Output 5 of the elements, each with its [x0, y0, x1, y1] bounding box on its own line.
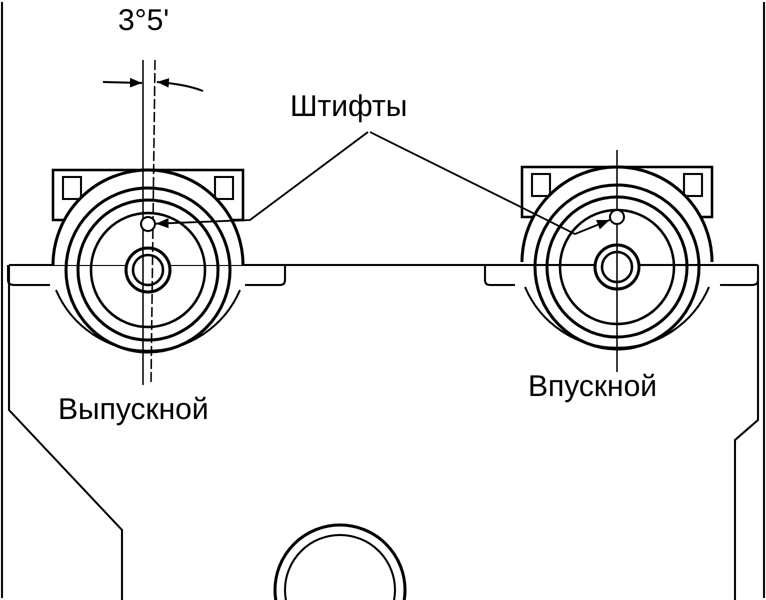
- leader-line: [370, 131, 610, 235]
- part-label: Впускной: [528, 372, 658, 402]
- part-label: Выпускной: [58, 395, 209, 425]
- leader-line: [156, 131, 369, 228]
- callout-text: Штифты: [290, 92, 408, 122]
